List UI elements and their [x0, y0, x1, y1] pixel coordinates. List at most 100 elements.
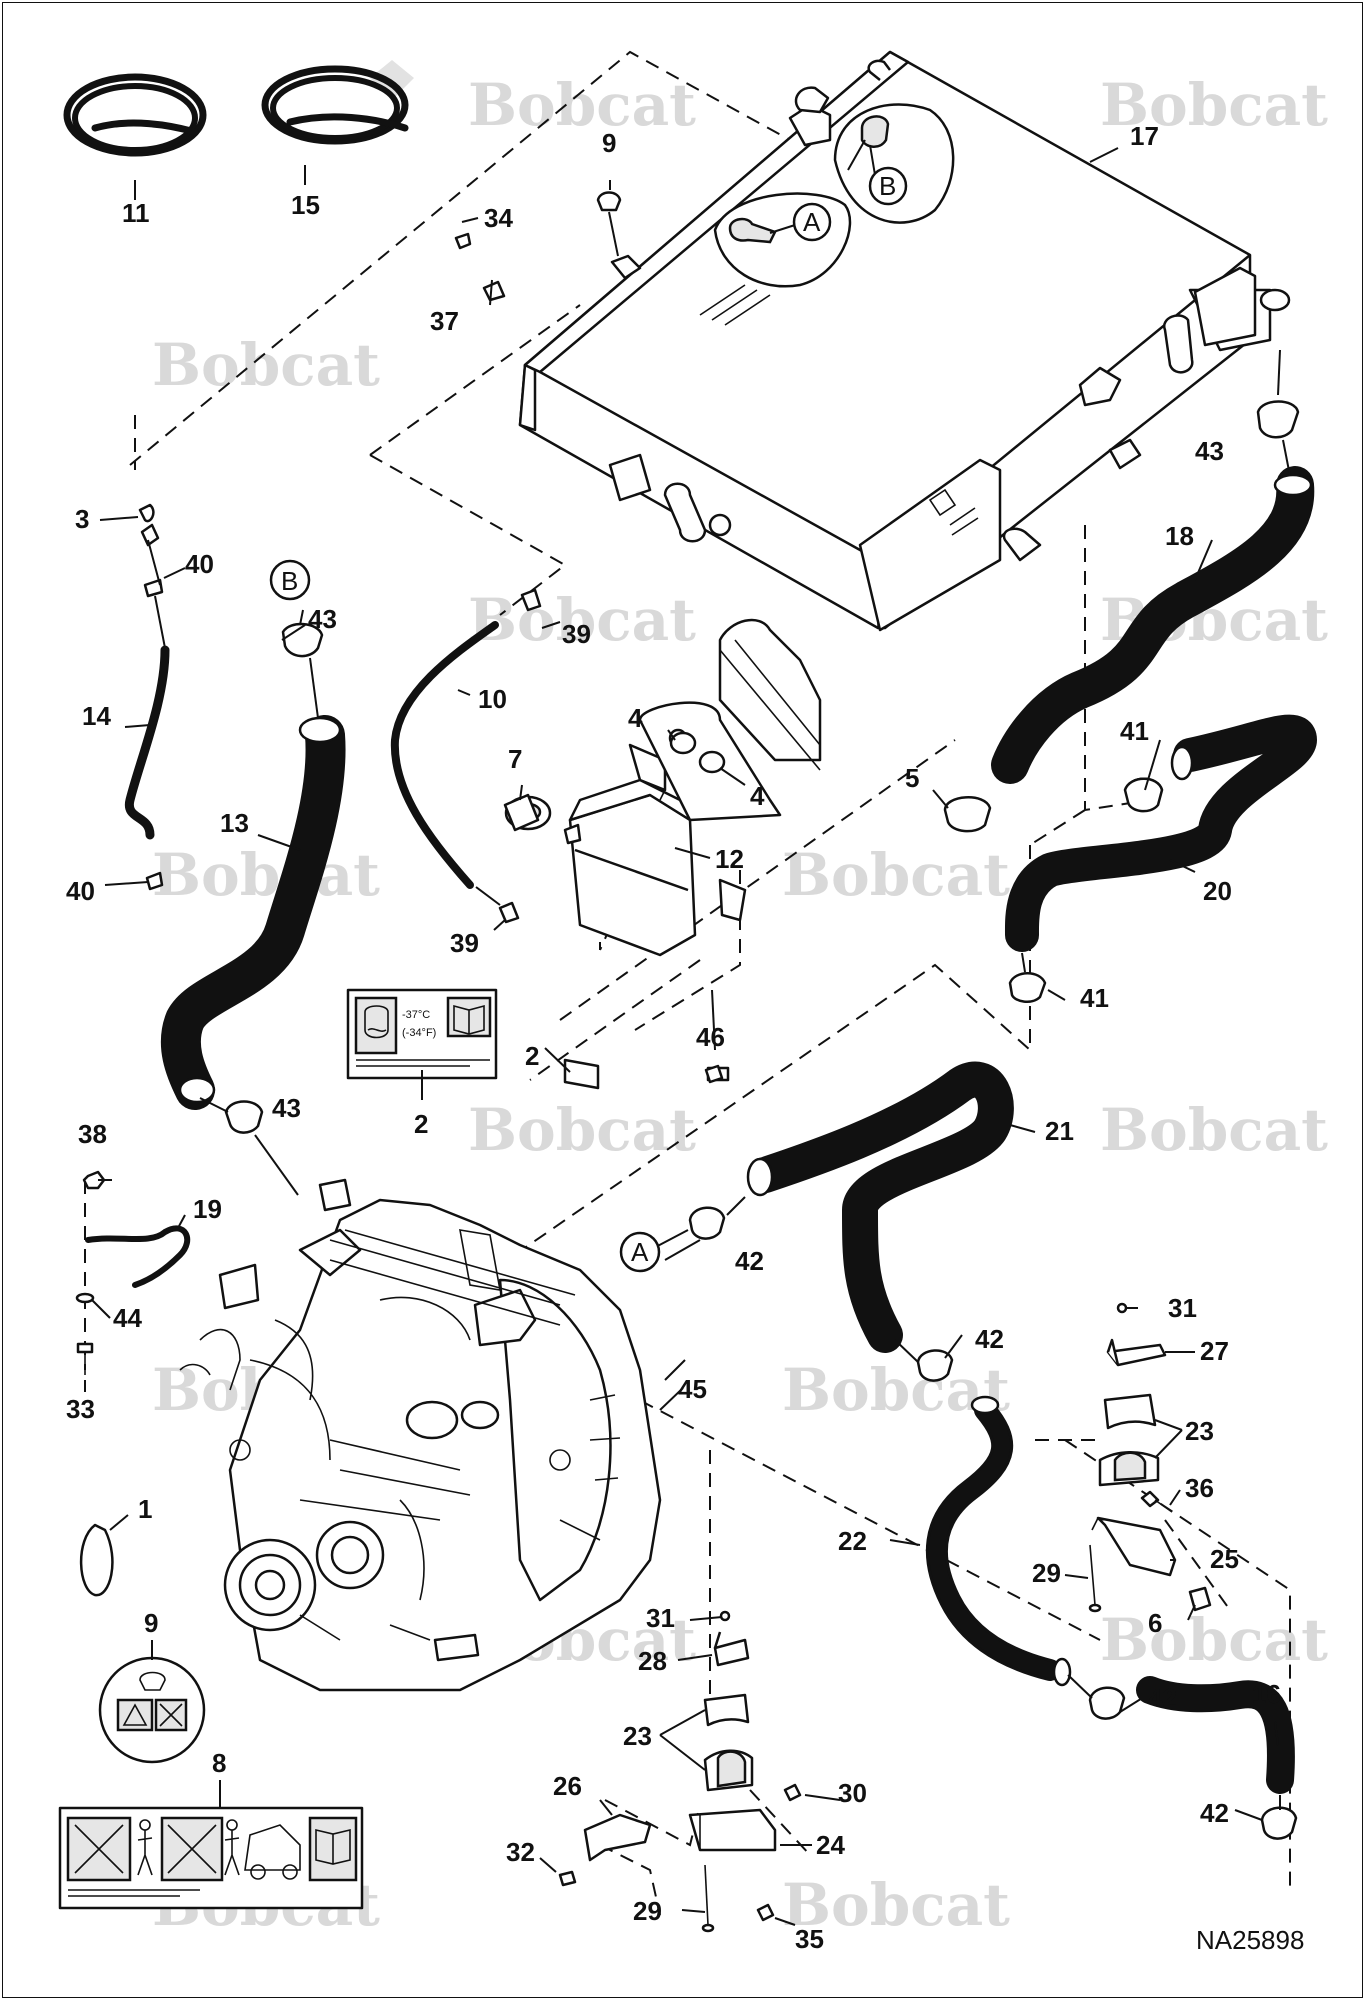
- coolant-reservoir: [504, 618, 822, 1090]
- connection-ref-a-label: A: [631, 1237, 649, 1267]
- callout-10: 10: [478, 684, 507, 714]
- callout-38: 38: [78, 1119, 107, 1149]
- bracket-26: [583, 1813, 652, 1862]
- callout-32: 32: [506, 1837, 535, 1867]
- callout-29: 29: [1032, 1558, 1061, 1588]
- bolt-29-lower: [701, 1864, 715, 1933]
- callout-21: 21: [1045, 1116, 1074, 1146]
- callout-19: 19: [193, 1194, 222, 1224]
- bolt-33: [76, 1342, 94, 1375]
- callout-41: 41: [1080, 983, 1109, 1013]
- callout-16: 16: [1252, 1679, 1281, 1709]
- callout-37: 37: [430, 306, 459, 336]
- callout-30: 30: [838, 1778, 867, 1808]
- callout-31: 31: [1168, 1293, 1197, 1323]
- callout-15: 15: [291, 190, 320, 220]
- callout-9: 9: [144, 1608, 158, 1638]
- callout-4: 4: [750, 781, 765, 811]
- callout-42: 42: [1148, 1683, 1177, 1713]
- callout-29: 29: [633, 1896, 662, 1926]
- connection-ref-a-inset: [792, 202, 832, 242]
- radiator: [518, 50, 1291, 632]
- callout-45: 45: [678, 1374, 707, 1404]
- callout-42: 42: [975, 1324, 1004, 1354]
- connection-ref-b-label: B: [281, 566, 298, 596]
- callout-7: 7: [508, 744, 522, 774]
- callout-31: 31: [646, 1603, 675, 1633]
- clamp-halves-23-upper: [1098, 1393, 1160, 1487]
- callout-43: 43: [308, 604, 337, 634]
- callout-20: 20: [1203, 876, 1232, 906]
- watermark-text: Bobcat: [152, 331, 380, 399]
- callout-42: 42: [1200, 1798, 1229, 1828]
- callout-39: 39: [450, 928, 479, 958]
- coolant-reservoir-icon: [354, 996, 398, 1055]
- callout-leaders: [84, 147, 1279, 1926]
- callout-24: 24: [816, 1830, 845, 1860]
- bracket-27: [1106, 1338, 1167, 1367]
- small-hose-14: [124, 503, 170, 891]
- clamp-halves-23-lower: [703, 1693, 754, 1792]
- callout-33: 33: [66, 1394, 95, 1424]
- hose-clamp-41-upper: [1123, 777, 1164, 791]
- callout-9: 9: [602, 128, 616, 158]
- watermark-text: Bobcat: [1100, 1606, 1328, 1674]
- callout-18: 18: [1165, 521, 1194, 551]
- connection-ref-b-inset: [868, 166, 908, 206]
- radiator-detail-insets: [713, 103, 955, 288]
- washer-44: [75, 1292, 95, 1304]
- callout-22: 22: [838, 1526, 867, 1556]
- hose-clamp-43-lower: [199, 1097, 299, 1196]
- hose-20: [1004, 714, 1317, 1003]
- callout-40: 40: [66, 876, 95, 906]
- watermark-text: Bobcat: [1100, 71, 1328, 139]
- callout-44: 44: [113, 1303, 142, 1333]
- nut-31-lower: [719, 1610, 731, 1622]
- bolt-35: [756, 1903, 775, 1922]
- watermark-text: Bobcat: [468, 586, 696, 654]
- watermark-text: Bobcat: [1100, 1096, 1328, 1164]
- callout-43: 43: [1195, 436, 1224, 466]
- callout-4: 4: [628, 703, 643, 733]
- connection-ref-b: [269, 559, 311, 601]
- person-icon: [224, 1819, 240, 1876]
- decal-temperature-f: (-34°F): [402, 1027, 436, 1039]
- watermark-text: Bobcat: [468, 1096, 696, 1164]
- radiator-hose-18: [991, 349, 1315, 784]
- watermark-text: Bobcat: [782, 841, 1010, 909]
- callout-27: 27: [1200, 1336, 1229, 1366]
- watermark-text: Bobcat: [468, 71, 696, 139]
- connection-ref-b-label: B: [879, 171, 896, 201]
- callout-3: 3: [75, 504, 89, 534]
- spacer-6: [1188, 1586, 1212, 1612]
- callout-11: 11: [122, 198, 150, 228]
- no-entry-icon: [160, 1816, 224, 1882]
- book-icon: [308, 1816, 358, 1882]
- callout-46: 46: [696, 1022, 725, 1052]
- nut-31-upper: [1116, 1302, 1128, 1314]
- callout-23: 23: [623, 1721, 652, 1751]
- callout-5: 5: [905, 763, 919, 793]
- decal-temperature-c: -37°C: [402, 1009, 430, 1021]
- callout-2: 2: [414, 1109, 428, 1139]
- coiled-hose-15: [261, 65, 409, 145]
- hose-22: [925, 1395, 1156, 1720]
- bracket-28: [713, 1631, 750, 1667]
- callout-17: 17: [1130, 121, 1159, 151]
- callout-36: 36: [1185, 1473, 1214, 1503]
- reservoir-decal: -37°C (-34°F): [346, 988, 498, 1080]
- callout-43: 43: [272, 1093, 301, 1123]
- bracket-24: [688, 1808, 777, 1852]
- bracket-25: [1091, 1516, 1177, 1577]
- overflow-hose-10: [390, 588, 542, 924]
- watermark-text: Bobcat: [782, 1356, 1010, 1424]
- callout-23: 23: [1185, 1416, 1214, 1446]
- watermark-text: Bobcat: [152, 841, 380, 909]
- hose-16: [1136, 1676, 1298, 1840]
- warning-decal-icon: [116, 1671, 188, 1732]
- hose-clamp-5: [943, 796, 992, 833]
- safety-decal: [58, 1806, 364, 1910]
- callout-42: 42: [735, 1246, 764, 1276]
